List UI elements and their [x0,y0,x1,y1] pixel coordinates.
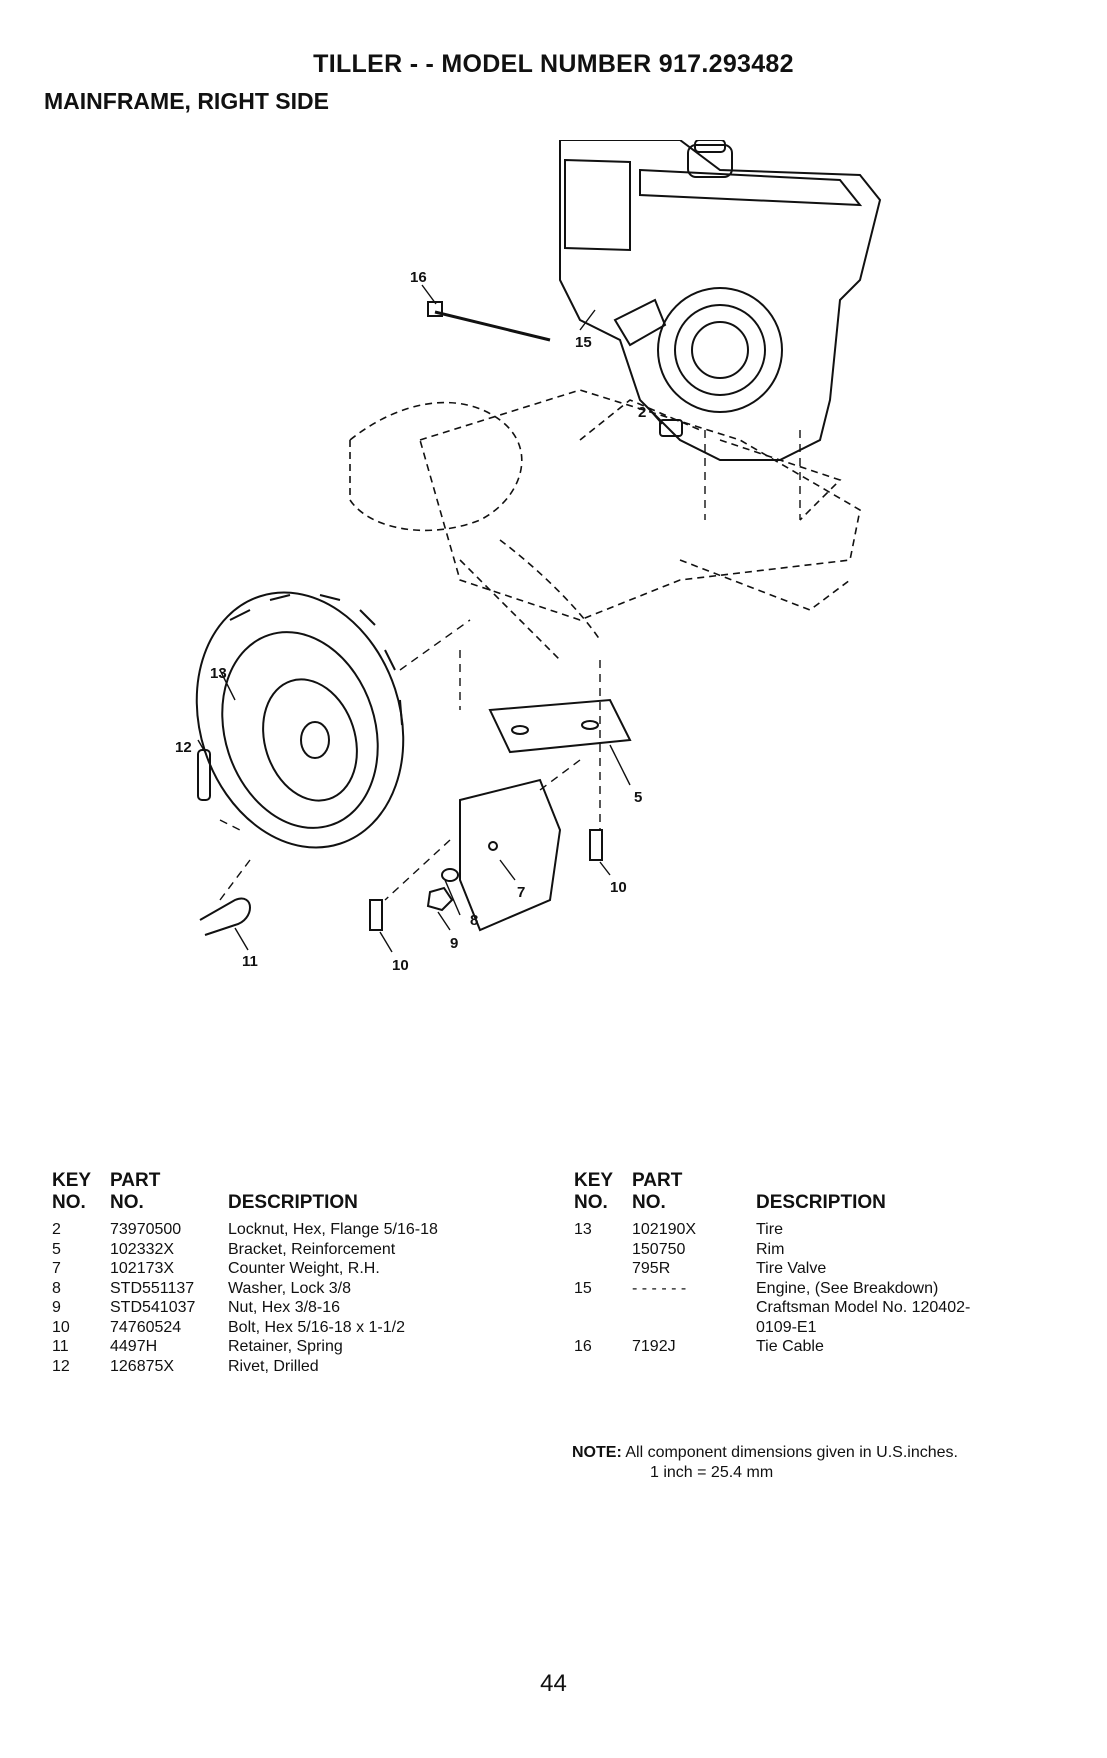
cell-desc: Engine, (See Breakdown) [756,1279,939,1297]
cell-desc: Rivet, Drilled [228,1357,319,1375]
table-row: 5 102332X Bracket, Reinforcement [52,1240,438,1260]
cell-part: 4497H [110,1338,158,1355]
table-row: 15 - - - - - - Engine, (See Breakdown) [574,1279,970,1299]
cell-desc: Nut, Hex 3/8-16 [228,1299,341,1316]
cell-part: STD541037 [110,1299,196,1316]
cell-key: 9 [52,1299,61,1316]
cell-desc: Bolt, Hex 5/16-18 x 1-1/2 [228,1318,405,1336]
table-row: 7 102173X Counter Weight, R.H. [52,1259,438,1279]
note-label: NOTE: [572,1444,622,1461]
table-row: 2 73970500 Locknut, Hex, Flange 5/16-18 [52,1220,438,1240]
callout-labels: 16 15 2 13 12 5 7 10 8 9 11 10 [175,269,646,974]
note-block: NOTE: All component dimensions given in … [572,1443,958,1483]
cell-desc: Craftsman Model No. 120402- [756,1299,971,1316]
cell-key: 11 [52,1338,69,1355]
cell-desc: Locknut, Hex, Flange 5/16-18 [228,1221,438,1238]
cell-key [574,1240,632,1260]
bracket-and-weight [369,698,632,932]
header-description: DESCRIPTION [228,1192,358,1213]
cell-part: 150750 [632,1240,686,1258]
callout-7: 7 [517,884,525,901]
table-row: 9 STD541037 Nut, Hex 3/8-16 [52,1298,438,1318]
cell-desc: 0109-E1 [756,1318,817,1336]
cell-part: 7192J [632,1338,676,1355]
mainframe-outline [349,389,861,661]
page-title: TILLER - - MODEL NUMBER 917.293482 [313,50,794,78]
cell-part: 102173X [110,1260,175,1277]
cell-part: 102190X [632,1221,697,1238]
table-row: 11 4497H Retainer, Spring [52,1337,438,1357]
callout-8: 8 [470,912,478,929]
table-row: 12 126875X Rivet, Drilled [52,1357,438,1377]
cell-part: - - - - - - [632,1279,687,1297]
table-row: 16 7192J Tie Cable [574,1337,970,1357]
cell-key: 12 [52,1357,70,1375]
cell-key: 8 [52,1279,61,1297]
cell-part: 102332X [110,1240,175,1258]
cell-key: 2 [52,1221,61,1238]
callout-10-left: 10 [392,957,409,974]
cell-part: STD551137 [110,1279,195,1297]
cell-key: 7 [52,1260,61,1277]
table-row: 10 74760524 Bolt, Hex 5/16-18 x 1-1/2 [52,1318,438,1338]
cell-key: 10 [52,1318,70,1336]
callout-13: 13 [210,665,227,682]
callout-12: 12 [175,739,192,756]
section-subtitle: MAINFRAME, RIGHT SIDE [44,88,329,114]
cell-desc: Rim [756,1240,785,1258]
callout-10-right: 10 [610,879,627,896]
cell-key [574,1259,632,1279]
header-description: DESCRIPTION [756,1192,886,1213]
cell-part: 795R [632,1260,671,1277]
cell-desc: Washer, Lock 3/8 [228,1279,352,1297]
cell-key: 16 [574,1338,592,1355]
table-row: 795R Tire Valve [574,1259,970,1279]
cell-desc: Counter Weight, R.H. [228,1260,380,1277]
callout-15: 15 [575,334,592,351]
table-row: 0109-E1 [574,1318,970,1338]
callout-16: 16 [410,269,427,286]
cell-part [632,1298,756,1318]
leader-lines [219,430,801,901]
page-number: 44 [540,1670,567,1697]
table-row: Craftsman Model No. 120402- [574,1298,970,1318]
table-row: 13 102190X Tire [574,1220,970,1240]
note-conversion: 1 inch = 25.4 mm [650,1464,774,1481]
cell-part: 73970500 [110,1221,182,1238]
cell-desc: Bracket, Reinforcement [228,1240,396,1258]
engine-drawing [427,140,882,461]
exploded-parts-diagram: 16 15 2 13 12 5 7 10 8 9 11 10 [175,140,882,974]
cell-part: 126875X [110,1357,175,1375]
callout-9: 9 [450,935,458,952]
callout-11: 11 [242,953,258,970]
callout-5: 5 [634,789,642,806]
table-row: 150750 Rim [574,1240,970,1260]
cell-part: 74760524 [110,1318,182,1336]
cell-desc: Tire Valve [756,1260,827,1277]
cell-key: 15 [574,1279,592,1297]
cell-desc: Tie Cable [756,1338,824,1355]
cell-part [632,1318,756,1338]
callout-leaders [197,284,663,953]
callout-2: 2 [638,404,646,421]
cell-key: 13 [574,1221,592,1238]
cell-key [574,1318,632,1338]
table-row: 8 STD551137 Washer, Lock 3/8 [52,1279,438,1299]
cell-key: 5 [52,1240,61,1258]
cell-desc: Tire [756,1221,783,1238]
cell-desc: Retainer, Spring [228,1338,343,1355]
wheel-drawing [195,591,405,936]
note-text: All component dimensions given in U.S.in… [625,1444,958,1461]
cell-key [574,1298,632,1318]
